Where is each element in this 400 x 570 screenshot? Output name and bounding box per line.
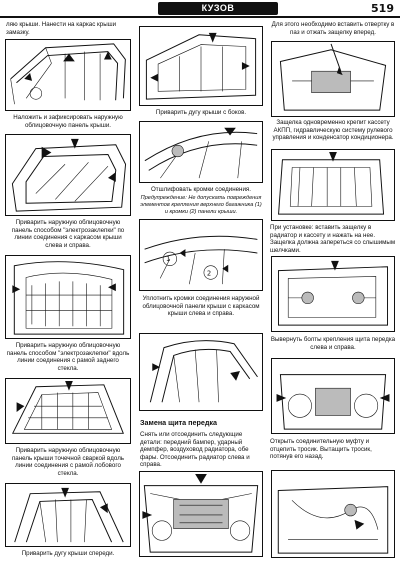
callout-1: 1 [166,255,170,263]
col3-caption-0: Для этого необходимо вставить отвертку в… [271,21,395,36]
col3-figure-front-panel [271,358,395,434]
col3-caption-4: Открыть соединительную муфту и отцепить … [270,438,372,461]
col3-caption-1: Защелка одновременно крепит кассету АКПП… [272,119,394,142]
col2-figure-grind [139,121,263,183]
col1-figure-side-weld [5,255,131,339]
col1-caption-2: Приварить наружную облицовочную панель с… [11,219,125,249]
col1-caption-4: Приварить наружную облицовочную панель к… [11,447,125,477]
col2-figure-roof-rack: 1 2 [139,219,263,291]
section-heading-front-panel: Замена щита передка [140,418,218,427]
col2-caption-2: Отшлифовать кромки соединения. [150,186,251,193]
col3-figure-latch [271,41,395,117]
col3-figure-cable [271,470,395,558]
col2-figure-side-arch [139,26,263,106]
callout-2: 2 [207,269,211,277]
col3-figure-radiator-cassette [271,149,395,221]
col1-caption-3: Приварить наружную облицовочную панель с… [6,342,130,372]
col1-caption-1: Наложить и зафиксировать наружную облицо… [13,114,123,129]
section-title: КУЗОВ [158,2,278,15]
col1-figure-roof-panel [5,134,131,216]
col2-caption-3: Уплотнить кромки соединения наружной обл… [142,295,260,318]
col1-caption-continued: ляю крыши. Нанести на каркас крыши замаз… [6,21,117,36]
page-header: КУЗОВ 519 [0,0,400,18]
col2-figure-seal [139,333,263,411]
col3-figure-bolts [271,256,395,332]
col1-figure-rear-glass [5,378,131,444]
col2-figure-engine-bay [139,471,263,557]
page-number: 519 [371,2,394,15]
col2-warning-note: Предупреждение: Не допускать повреждения… [140,195,262,215]
col1-figure-roof-frame [5,39,131,111]
col2-caption-1: Приварить дугу крыши с боков. [155,109,247,116]
col3-caption-3: Вывернуть болты крепления щита передка с… [270,336,396,351]
col1-caption-5: Приварить дугу крыши спереди. [21,550,115,557]
col2-caption-4: Снять или отсоединить следующие детали: … [140,431,250,469]
col3-caption-2: При установке: вставить защелку в радиат… [270,224,396,252]
col1-figure-front-arch [5,483,131,547]
